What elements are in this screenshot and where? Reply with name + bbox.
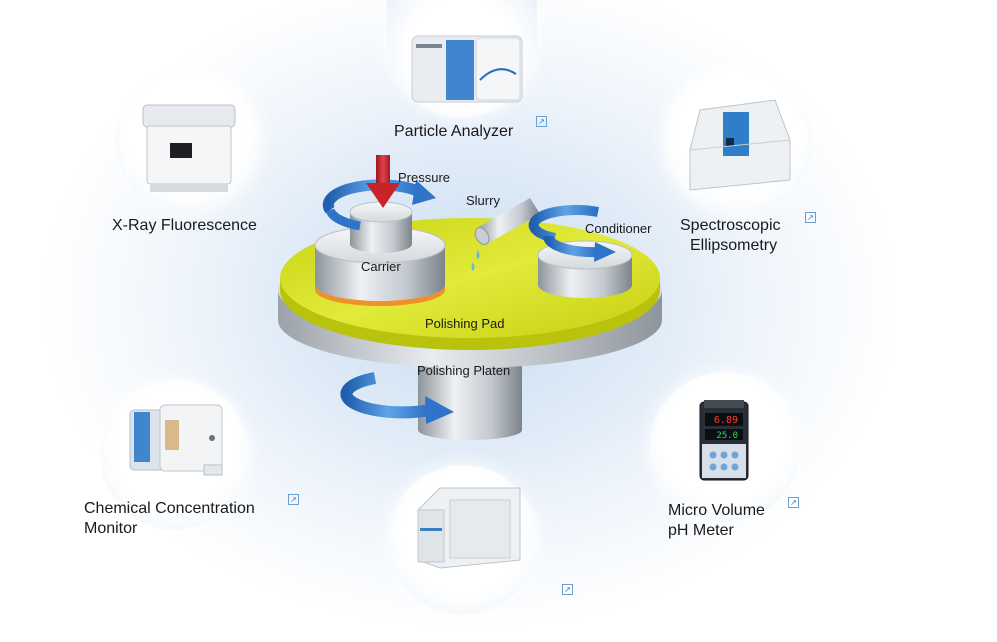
ph-meter-label-line2: pH Meter bbox=[668, 522, 734, 539]
particle-analyzer-link-icon[interactable]: ↗ bbox=[536, 116, 547, 127]
platen-rotation-arrow bbox=[340, 372, 454, 424]
particle-analyzer-label: Particle Analyzer bbox=[394, 123, 514, 140]
bottom-instrument-device bbox=[417, 487, 521, 569]
spectroscopic-link-icon[interactable]: ↗ bbox=[805, 212, 816, 223]
pressure-label: Pressure bbox=[398, 170, 451, 185]
chemical-monitor-label-line2: Monitor bbox=[84, 520, 138, 537]
carrier-rotation-arrow bbox=[322, 179, 436, 231]
spectroscopic-label-line2: Ellipsometry bbox=[690, 237, 778, 254]
slurry-pipe bbox=[471, 198, 540, 271]
conditioner-rotation-arrow bbox=[528, 204, 616, 262]
particle-analyzer-device bbox=[411, 35, 523, 103]
ph-display-bottom: 25.0 bbox=[716, 431, 738, 441]
chemical-monitor-device bbox=[129, 404, 223, 476]
spectroscopic-label-line1: Spectroscopic bbox=[680, 217, 781, 234]
carrier-label: Carrier bbox=[361, 259, 401, 274]
spectroscopic-device bbox=[689, 99, 791, 191]
chemical-monitor-link-icon[interactable]: ↗ bbox=[288, 494, 299, 505]
ph-meter-link-icon[interactable]: ↗ bbox=[788, 497, 799, 508]
carrier bbox=[314, 201, 446, 306]
bottom-instrument-link-icon[interactable]: ↗ bbox=[562, 584, 573, 595]
conditioner-label: Conditioner bbox=[585, 221, 652, 236]
ph-display-top: 6.89 bbox=[714, 415, 738, 426]
polishing-platen-label: Polishing Platen bbox=[417, 363, 511, 378]
ph-meter-device bbox=[699, 400, 749, 481]
slurry-label: Slurry bbox=[466, 193, 500, 208]
ph-meter-label-line1: Micro Volume bbox=[668, 502, 765, 519]
xray-device bbox=[142, 104, 236, 192]
chemical-monitor-label-line1: Chemical Concentration bbox=[84, 500, 255, 517]
polishing-pad-label: Polishing Pad bbox=[425, 316, 505, 331]
xray-fluorescence-label: X-Ray Fluorescence bbox=[112, 217, 257, 234]
pressure-arrow bbox=[366, 155, 400, 208]
